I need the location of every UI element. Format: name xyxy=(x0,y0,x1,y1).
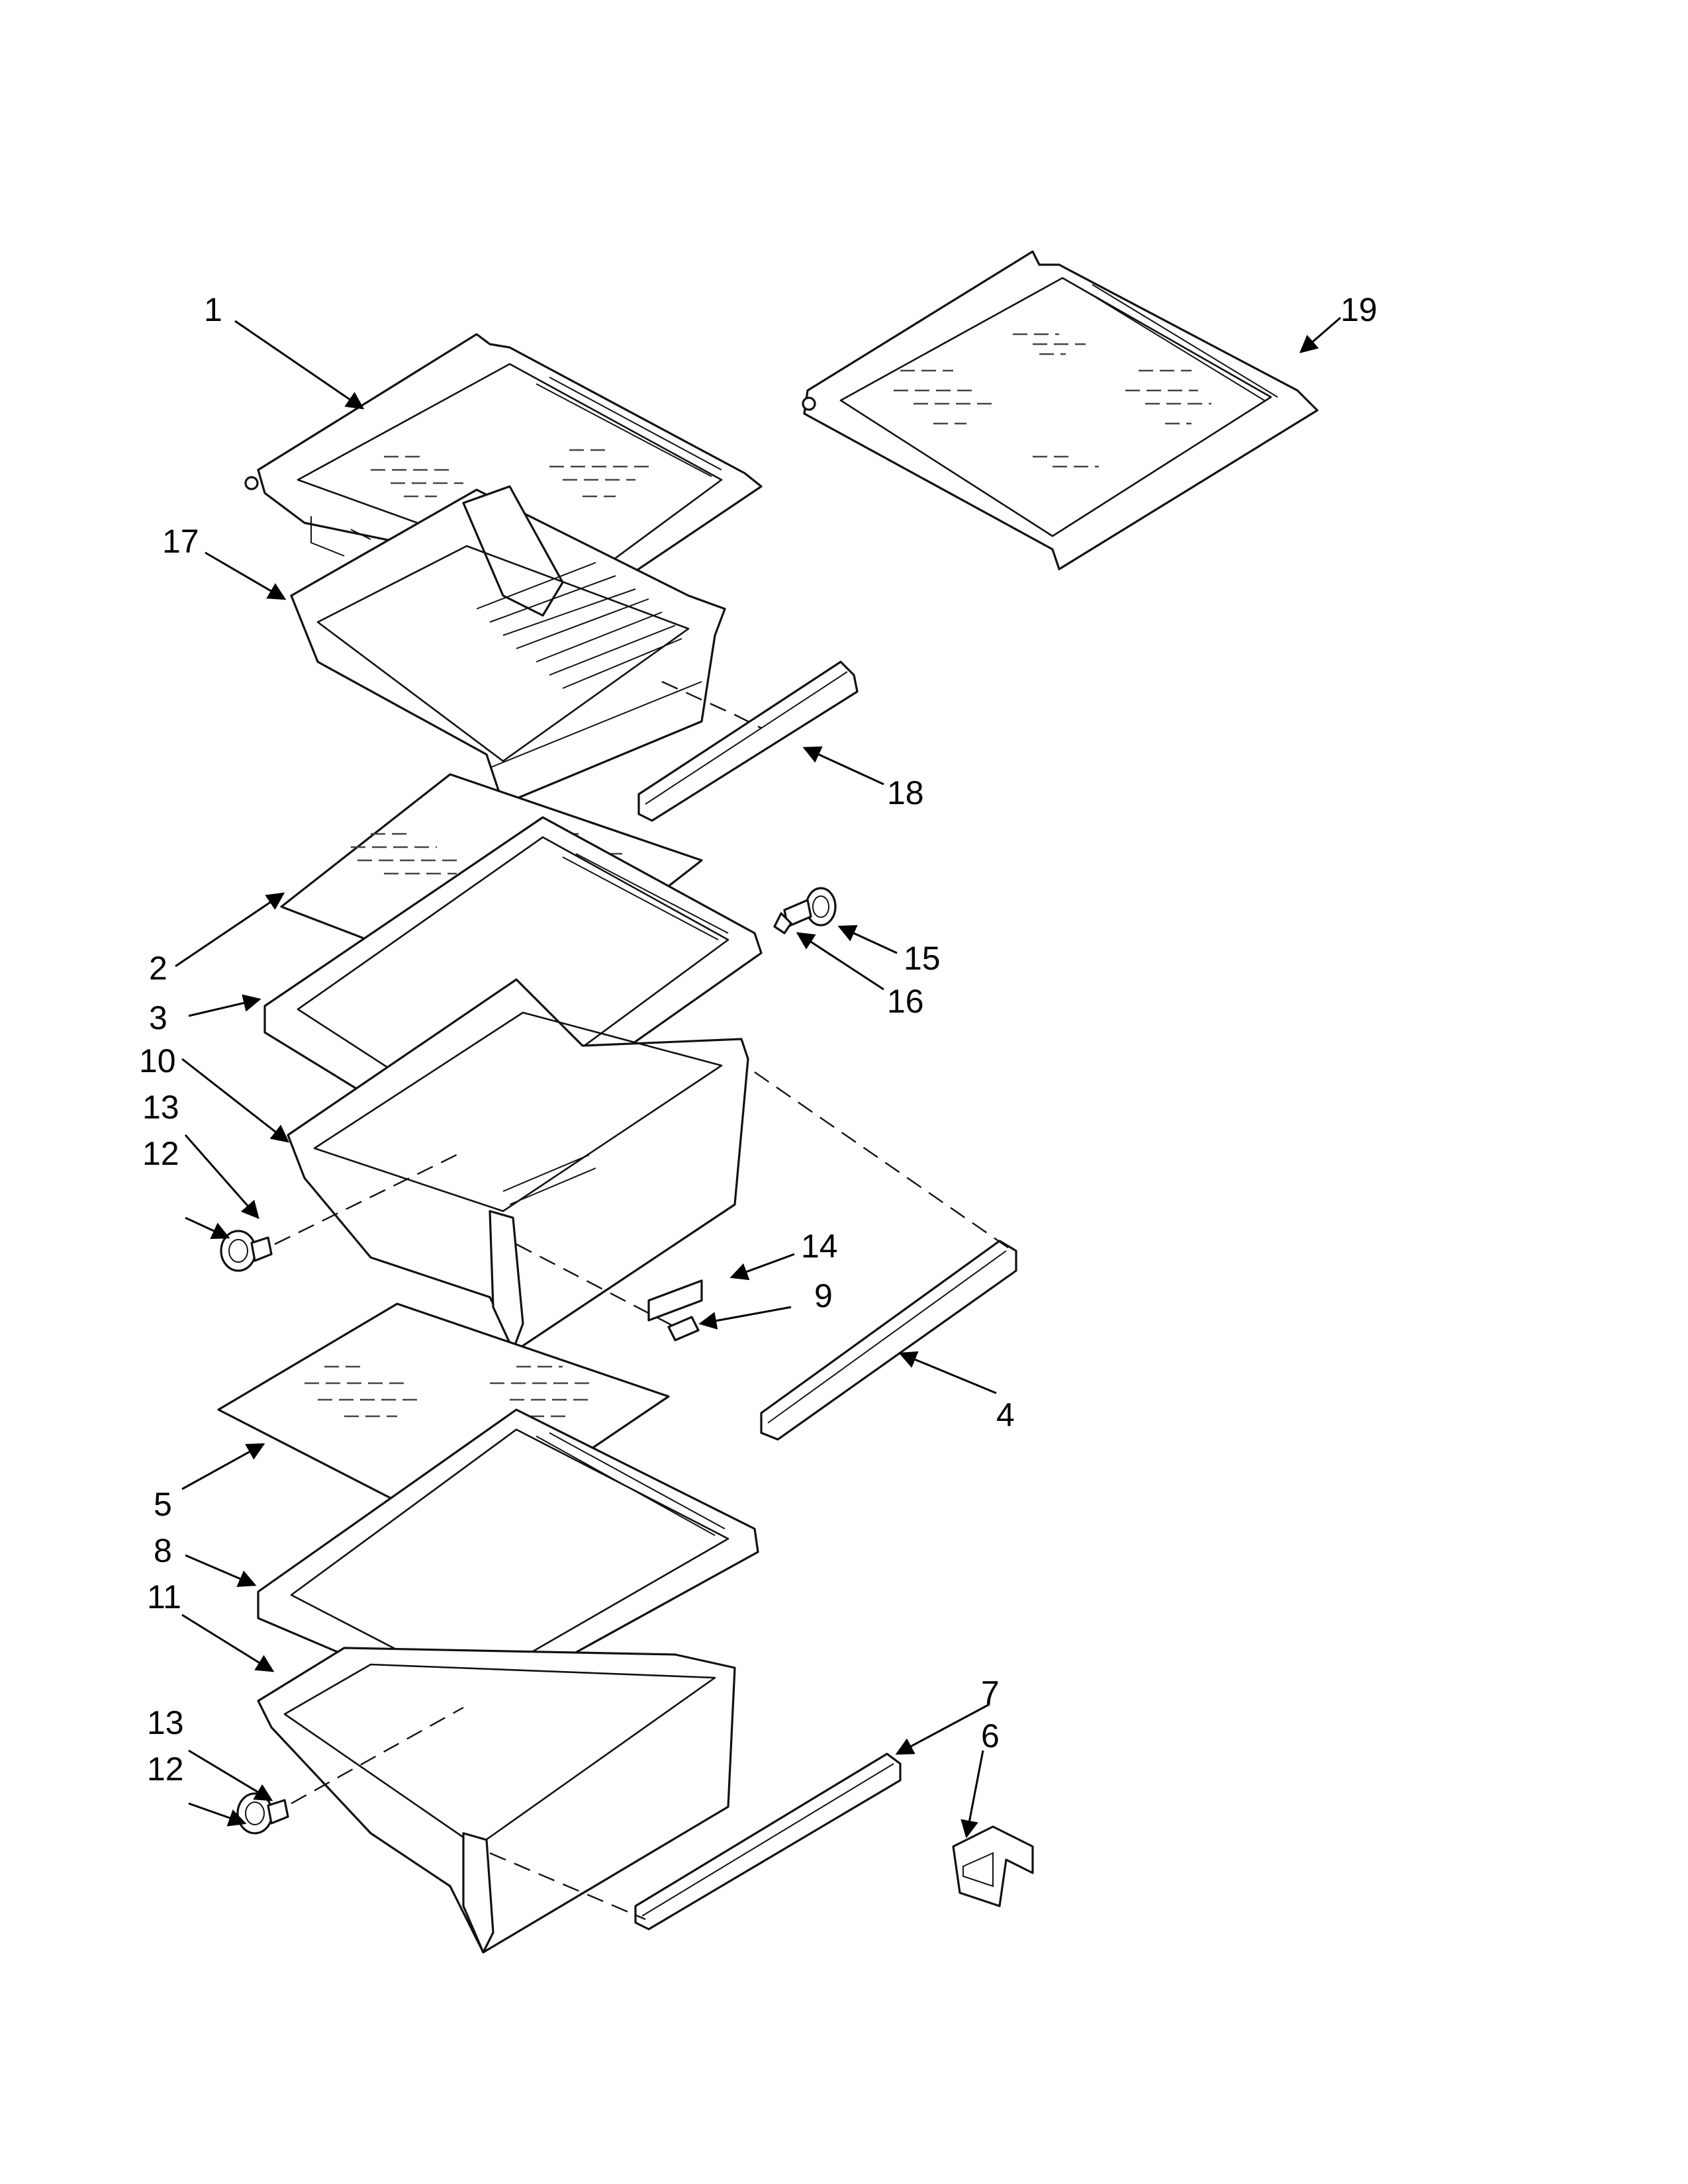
part-16-bolt xyxy=(773,899,812,934)
part-12-roller-middle xyxy=(220,1230,273,1272)
callout-13b: 13 xyxy=(147,1704,184,1741)
part-9-clip xyxy=(667,1316,700,1342)
leader-lines xyxy=(175,316,1341,1839)
alignment-lines xyxy=(274,680,1013,1921)
callout-19: 19 xyxy=(1340,291,1378,328)
part-15-roller xyxy=(805,887,837,927)
callout-5: 5 xyxy=(154,1486,172,1523)
callout-14: 14 xyxy=(801,1228,838,1265)
callout-1: 1 xyxy=(204,291,222,328)
callout-2: 2 xyxy=(149,950,167,987)
part-6-bracket xyxy=(952,1825,1034,1907)
callout-16: 16 xyxy=(887,983,924,1020)
callout-18: 18 xyxy=(887,774,924,811)
part-4-front-trim xyxy=(760,1240,1017,1441)
part-7-front-trim xyxy=(634,1752,902,1931)
callout-17: 17 xyxy=(162,523,199,560)
callout-4: 4 xyxy=(996,1396,1015,1433)
callout-15: 15 xyxy=(904,940,941,977)
callout-12a: 12 xyxy=(142,1135,179,1172)
callout-12b: 12 xyxy=(147,1751,184,1788)
part-19-glass-shelf xyxy=(802,250,1319,570)
part-12-roller-bottom xyxy=(236,1792,289,1835)
callout-10: 10 xyxy=(139,1042,176,1079)
part-10-crisper-pan xyxy=(287,978,749,1351)
part-17-crisper-pan xyxy=(290,485,726,805)
part-14-clip xyxy=(647,1279,703,1322)
callout-labels: 1 19 17 18 2 3 15 16 10 13 12 14 9 4 5 8… xyxy=(139,291,1378,1788)
callout-7: 7 xyxy=(981,1674,1000,1711)
callout-8: 8 xyxy=(154,1532,172,1569)
callout-6: 6 xyxy=(981,1717,1000,1754)
part-18-front-trim xyxy=(637,660,859,822)
callout-13a: 13 xyxy=(142,1089,179,1126)
callout-9: 9 xyxy=(814,1277,833,1314)
part-11-crisper-pan xyxy=(257,1647,736,1954)
part-5-glass-panel xyxy=(217,1302,670,1537)
callout-3: 3 xyxy=(149,999,167,1036)
callout-11: 11 xyxy=(147,1578,181,1615)
